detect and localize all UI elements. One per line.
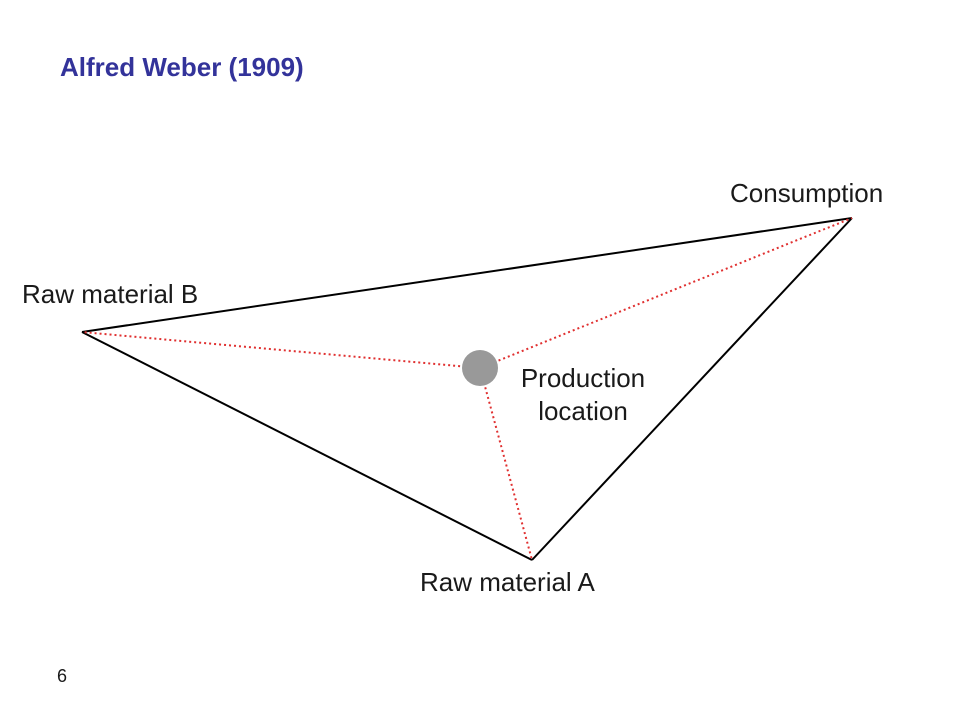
- edge-rawb-consumption: [81, 217, 853, 333]
- label-production-line1: Production: [520, 363, 646, 393]
- edge-consumption-rawa: [531, 217, 853, 561]
- production-location-marker: [462, 350, 498, 386]
- label-raw-material-a: Raw material A: [420, 567, 595, 597]
- label-raw-material-b: Raw material B: [22, 279, 199, 309]
- label-consumption: Consumption: [730, 178, 884, 208]
- label-production-line2: location: [538, 395, 628, 426]
- slide-title: Alfred Weber (1909): [60, 52, 304, 82]
- edge-rawa-rawb: [81, 331, 533, 561]
- link-production-rawa: [479, 367, 533, 561]
- link-production-rawb: [81, 331, 481, 369]
- page-number: 6: [57, 666, 68, 686]
- label-production-location: Production location: [500, 362, 666, 427]
- link-production-consumption: [479, 217, 853, 369]
